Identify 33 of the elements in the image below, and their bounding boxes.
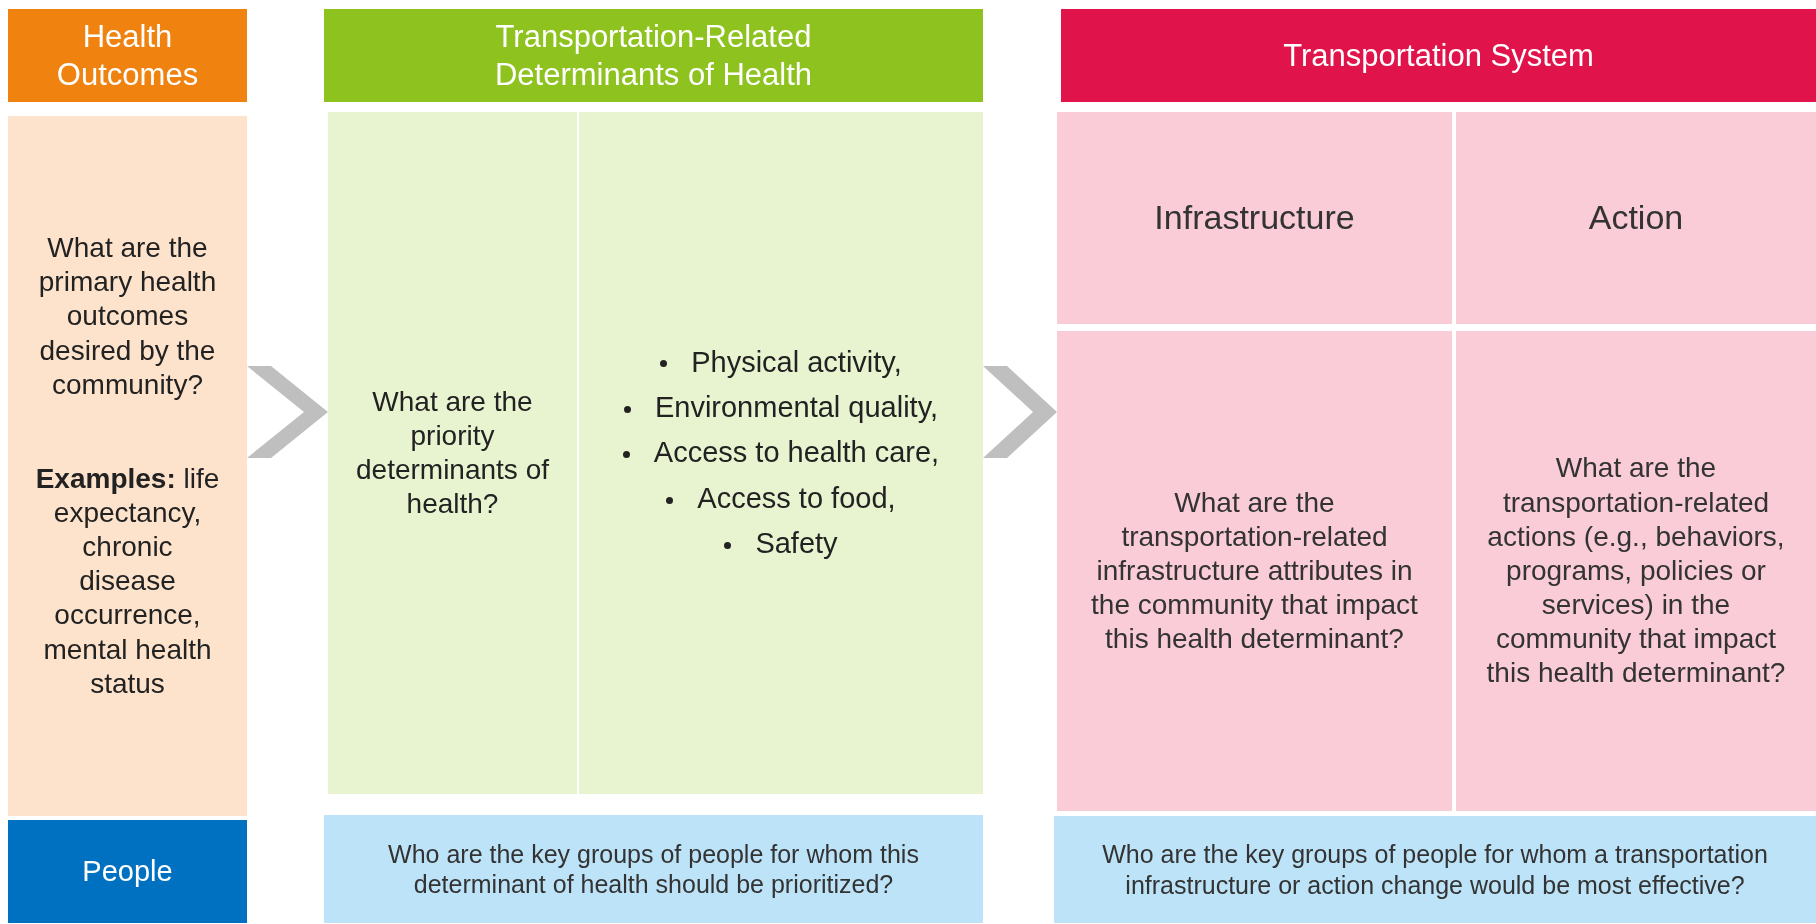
determinant-list-cell xyxy=(579,112,983,794)
list-item-text: Safety xyxy=(755,527,838,560)
question-text: What are the primary health outcomes desired by the community? xyxy=(37,231,218,402)
question-text: People xyxy=(82,853,173,889)
question-text: What are the transportation-related actions (e.g., behaviors, programs, policies or services) in the community that impact this health determinant? xyxy=(1485,451,1787,691)
question-cell xyxy=(1057,331,1452,811)
chevron-arrow xyxy=(983,366,1057,458)
subheader-text: Infrastructure xyxy=(1154,197,1355,239)
subheader-text: Action xyxy=(1588,197,1684,239)
column-header xyxy=(1061,9,1816,102)
list-item-text: Access to health care, xyxy=(653,436,940,469)
column-header xyxy=(324,9,983,102)
header-text: Transportation System xyxy=(1283,36,1594,75)
question-cell xyxy=(8,116,247,816)
question-text: Who are the key groups of people for whom a transportation infrastructure or action change would be most effective? xyxy=(1101,839,1769,900)
header-text: Health Outcomes xyxy=(55,17,200,94)
question-cell xyxy=(1456,331,1816,811)
question-cell xyxy=(328,112,577,794)
question-text: What are the transportation-related infrastructure attributes in the community that impact this health determinant? xyxy=(1090,485,1419,657)
subheader-cell xyxy=(1456,112,1816,324)
people-row xyxy=(1054,816,1816,923)
list-item-text: Physical activity, xyxy=(691,345,902,378)
chevron-arrow xyxy=(247,366,328,458)
examples-text: Examples: life expectancy, chronic disease occurrence, mental health status xyxy=(34,461,221,701)
list-item-text: Access to food, xyxy=(697,481,896,514)
question-text: What are the priority determinants of health? xyxy=(355,384,550,522)
subheader-cell xyxy=(1057,112,1452,324)
header-text: Transportation-Related Determinants of Health xyxy=(493,17,813,94)
people-row xyxy=(8,820,247,923)
people-row xyxy=(324,815,983,923)
list-item-text: Environmental quality, xyxy=(654,390,939,423)
question-text: Who are the key groups of people for whom this determinant of health should be prioritized? xyxy=(387,838,920,900)
column-header xyxy=(8,9,247,102)
